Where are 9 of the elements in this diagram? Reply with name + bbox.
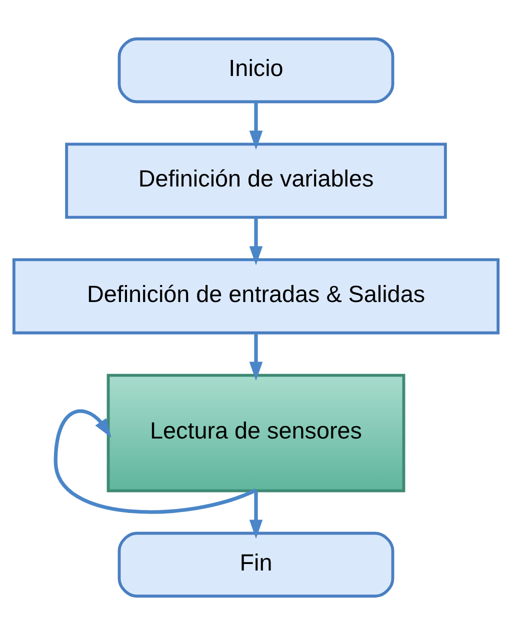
arrow (249, 332, 263, 381)
node-box: Lectura de sensores (106, 374, 406, 492)
node-box: Definición de entradas & Salidas (12, 258, 500, 334)
node-box: Inicio (118, 37, 394, 104)
arrow (249, 490, 263, 539)
node-box: Definición de variables (65, 142, 447, 219)
arrow (249, 217, 263, 266)
node-box: Fin (118, 532, 394, 598)
arrow (249, 102, 263, 150)
